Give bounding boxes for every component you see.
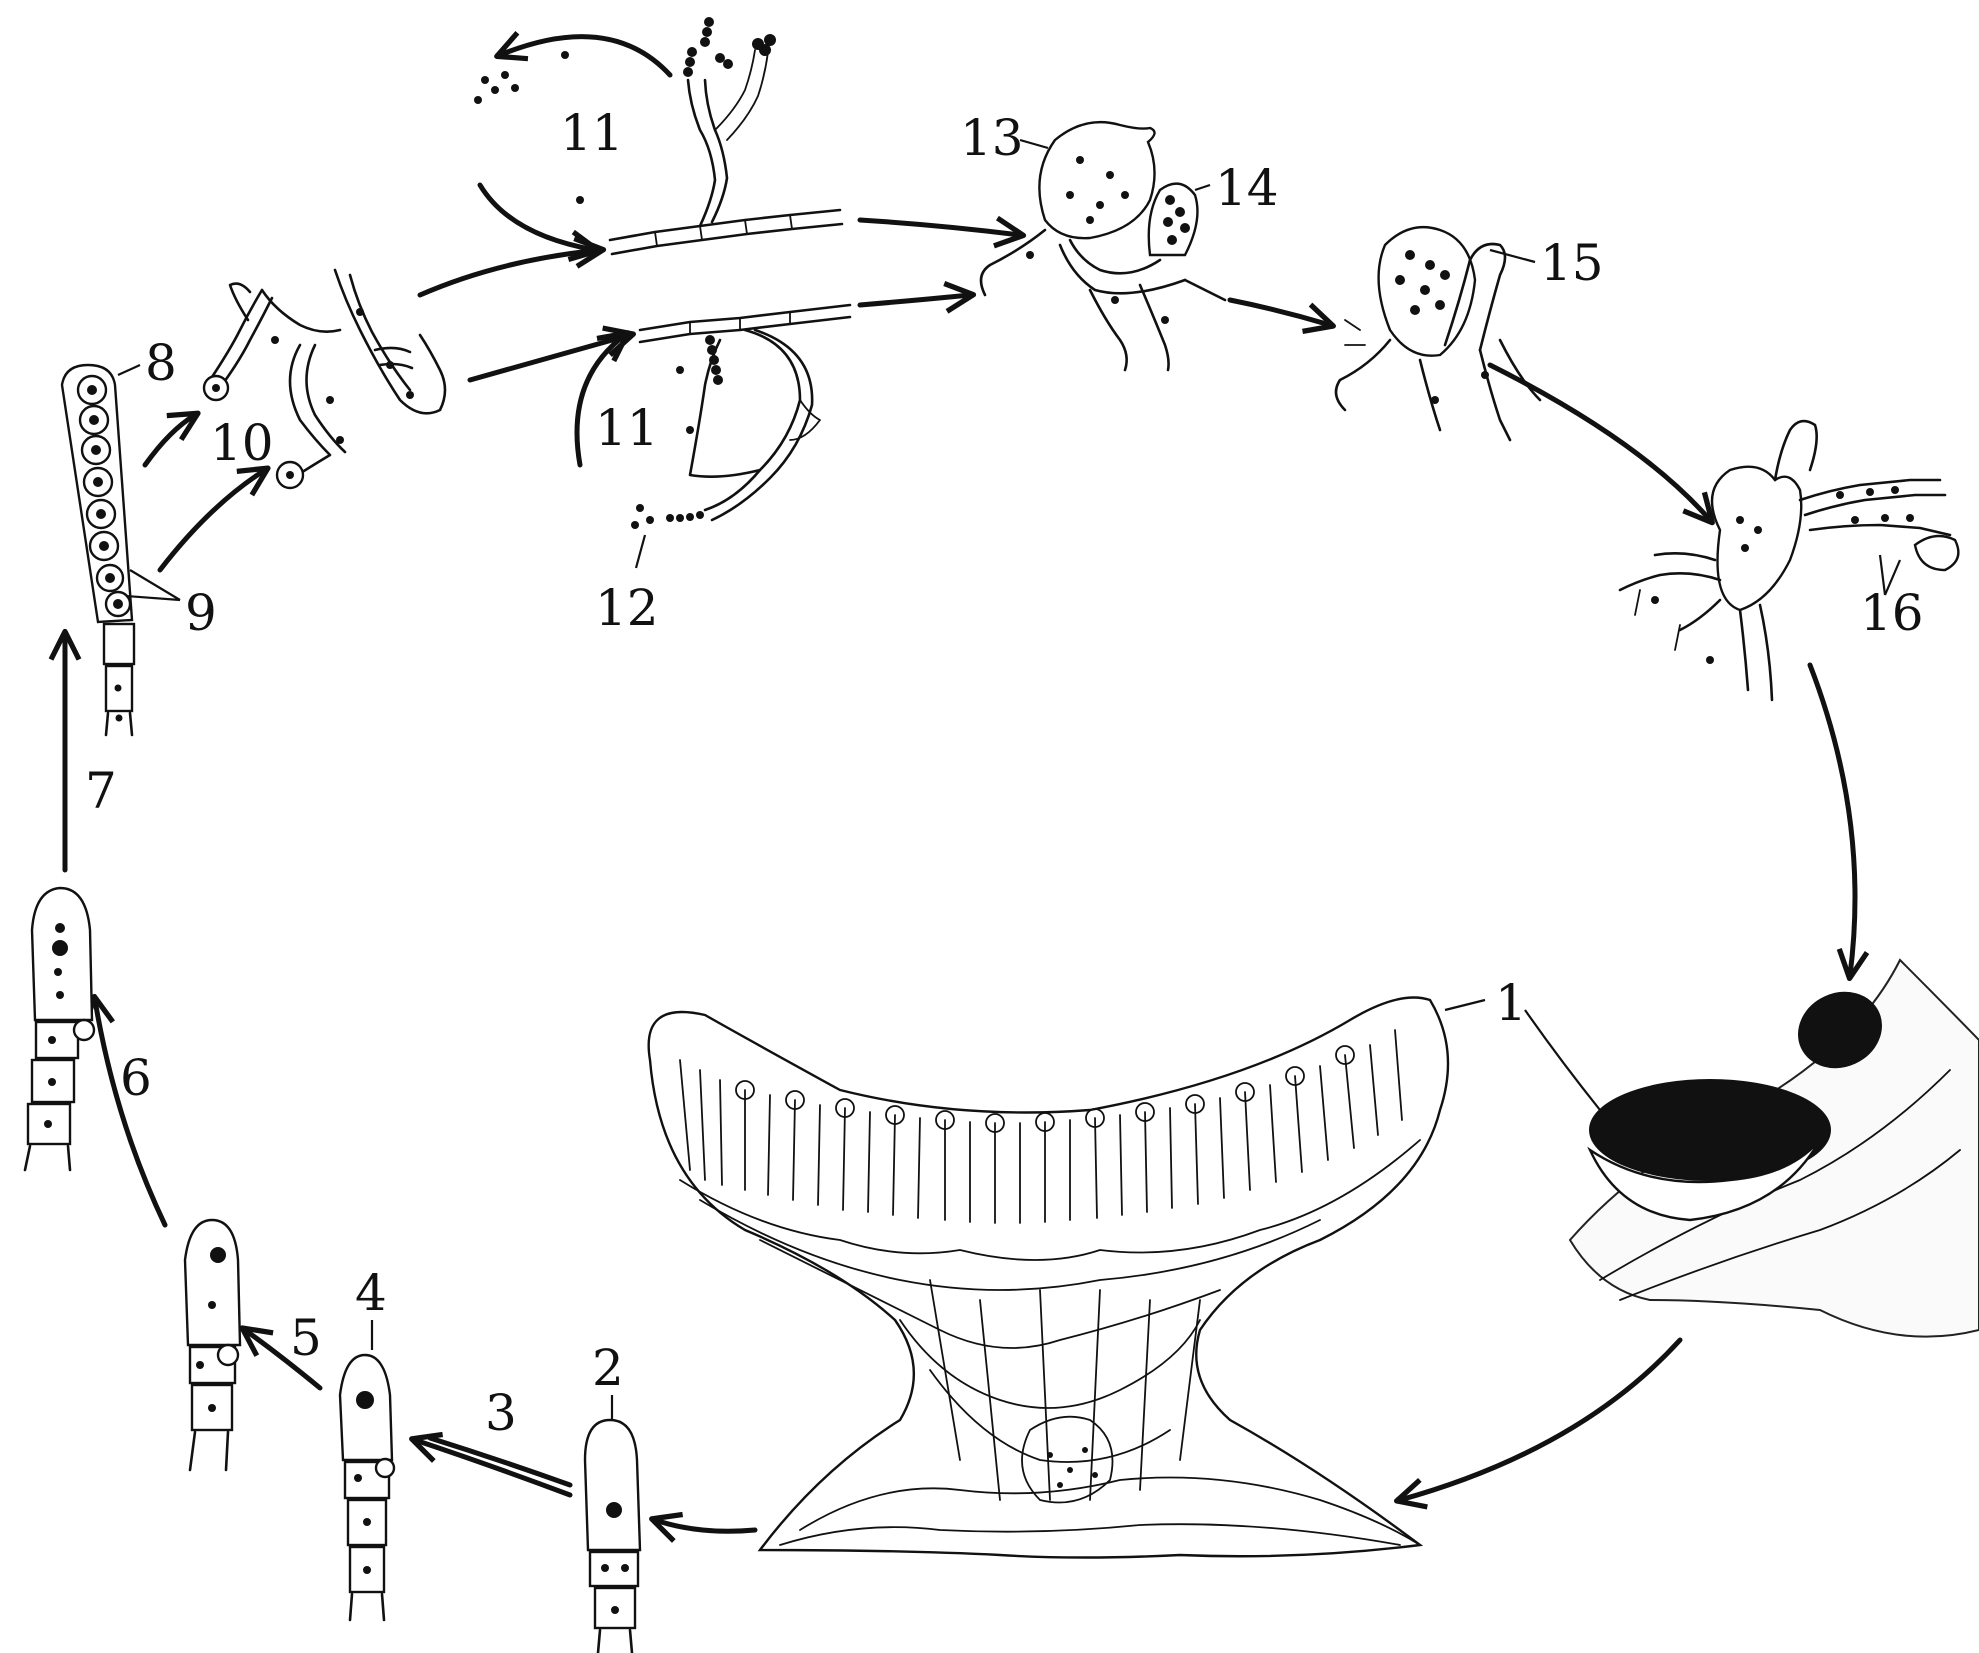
arrow-3a [409,1431,573,1498]
stage-labels: 1 2 3 4 5 6 7 8 9 10 11 11 12 13 14 15 1… [85,104,1924,1442]
arrow-10-to-upper [417,236,607,298]
arrow-11a-recycle [494,31,673,78]
arrow-6 [82,993,168,1228]
stage-5-crozier [183,1218,242,1472]
label-14: 14 [1215,159,1279,217]
arrow-10-to-lower [467,325,636,383]
arrow-1-to-apothecium [1394,1337,1683,1510]
arrow-3b [427,1435,573,1488]
label-12: 12 [595,579,659,637]
label-15: 15 [1540,234,1604,292]
ascus-tips [735,1045,1355,1133]
ascogenous-cell [1021,1415,1114,1504]
leader-16b [1883,559,1902,596]
arrow-11b-return [574,330,631,468]
apothecia-on-bark [1524,958,1979,1338]
label-16: 16 [1860,584,1924,642]
label-4: 4 [355,1264,387,1322]
leader-16a [1878,554,1887,596]
leader-1-bark [1524,1009,1601,1111]
arrow-15-to-16 [1487,362,1715,526]
tissue-hyphae [679,1139,1421,1546]
arrow-lower-to-13 [857,281,977,314]
label-1: 1 [1495,974,1527,1032]
label-11-upper: 11 [560,104,624,162]
leader-12 [634,534,647,569]
stage-11-conidiophore-upper [474,17,844,256]
label-13: 13 [960,109,1024,167]
arrow-16-to-apothecia [1807,662,1870,982]
apothecium-section [647,996,1486,1559]
arrow-11a-return [477,182,602,263]
label-7: 7 [85,762,117,820]
stage-6-young-ascus [23,886,96,1172]
arrow-9-to-10 [157,465,271,573]
stage-8-mature-ascus [60,363,181,737]
label-5: 5 [290,1309,322,1367]
hymenium-asci [679,1029,1403,1224]
apothecium-cup-small [1798,991,1882,1069]
label-3: 3 [485,1384,517,1442]
label-11-lower: 11 [595,399,659,457]
label-6: 6 [120,1049,152,1107]
leader-14 [1194,183,1211,192]
leader-8 [117,363,141,377]
label-9: 9 [185,584,217,642]
leader-1 [1444,998,1486,1012]
arrow-5 [239,1325,323,1391]
leader-9b [125,594,181,602]
stage-11-conidiophore-lower [631,303,852,569]
stage-10-germinating-spores [202,268,447,490]
leader-15 [1489,248,1536,264]
cycle-arrows [48,31,1870,1543]
label-8: 8 [145,334,177,392]
leader-9a [129,569,181,601]
stage-2-ascus-initial [583,1395,642,1653]
stage-13-14-ascogonium-antheridium [979,121,1227,372]
label-10: 10 [210,414,274,472]
leader-13 [1019,138,1049,150]
stage-4-crozier [338,1320,396,1622]
stage-15-plasmogamy [1334,225,1542,442]
label-2: 2 [592,1339,624,1397]
arrow-8-to-10 [142,410,201,468]
arrow-apothecium-to-2 [649,1511,758,1543]
apothecium-cup-large [1589,1079,1831,1181]
arrow-upper-to-13 [857,215,1027,249]
stage-16-ascogenous-hyphae [1618,419,1960,702]
arrow-13-to-15 [1227,297,1336,334]
